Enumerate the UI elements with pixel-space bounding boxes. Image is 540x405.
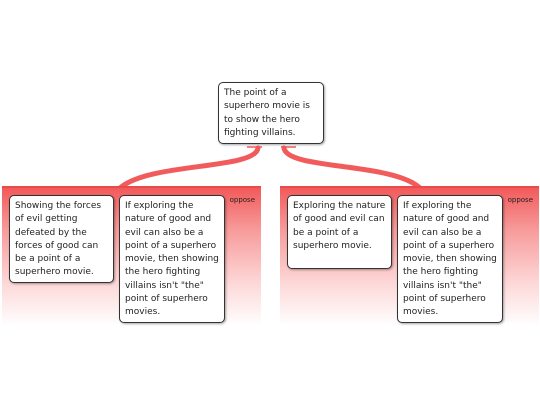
- premise-right-1[interactable]: Exploring the nature of good and evil ca…: [287, 195, 392, 269]
- group-label-right: oppose: [507, 196, 533, 204]
- connector-left: [117, 145, 261, 191]
- connector-right: [281, 145, 423, 191]
- premise-left-1[interactable]: Showing the forces of evil getting defea…: [9, 195, 114, 283]
- group-label-left: oppose: [229, 196, 255, 204]
- premise-right-2[interactable]: If exploring the nature of good and evil…: [397, 195, 503, 323]
- premise-left-2[interactable]: If exploring the nature of good and evil…: [119, 195, 225, 323]
- root-claim[interactable]: The point of a superhero movie is to sho…: [218, 82, 324, 144]
